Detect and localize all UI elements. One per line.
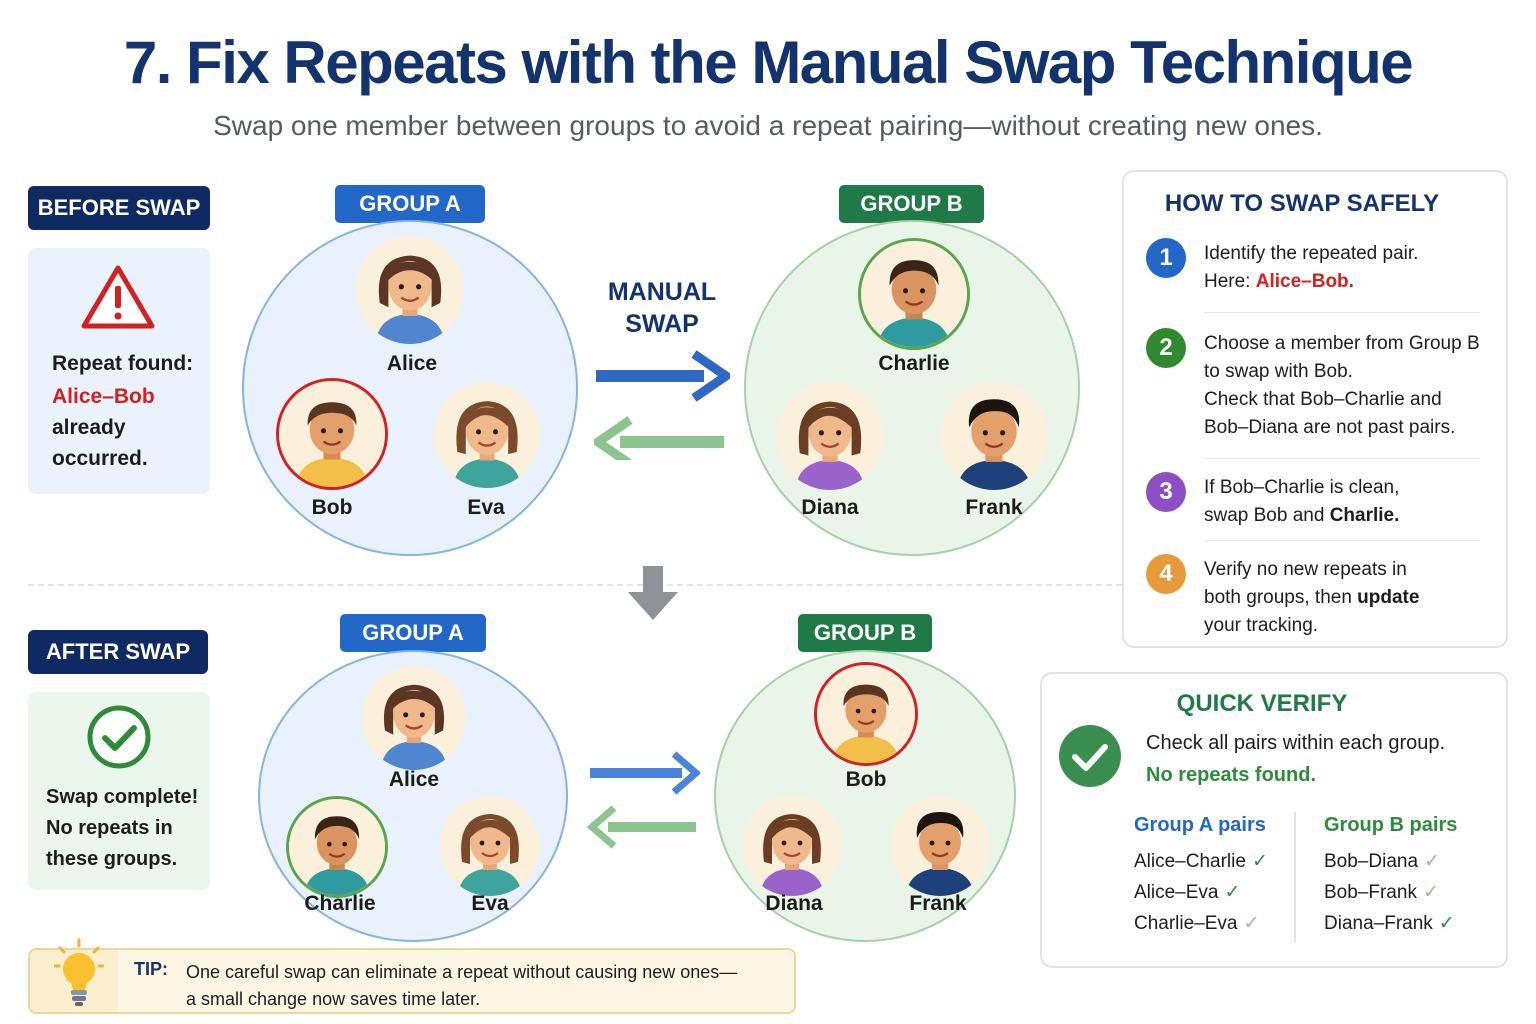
member-name: Eva xyxy=(471,892,509,915)
pairs-divider xyxy=(1294,812,1296,942)
swap-arrows-after-icon xyxy=(586,751,700,849)
before-group-a-tag: GROUP A xyxy=(335,185,485,223)
quick-verify-line-2: No repeats found. xyxy=(1146,764,1317,786)
member-name: Alice xyxy=(386,352,438,375)
avatar-diana xyxy=(776,382,884,490)
member-name: Bob xyxy=(845,768,887,791)
tip-bar: TIP: One careful swap can eliminate a re… xyxy=(28,938,796,1014)
after-group-b-circle: Bob Diana Frank xyxy=(714,650,1016,942)
after-swap-panel: Swap complete! No repeats in these group… xyxy=(28,692,210,890)
before-line-4: occurred. xyxy=(52,447,148,470)
warning-icon xyxy=(81,265,155,329)
tip-text: One careful swap can eliminate a repeat … xyxy=(186,962,738,1009)
after-line-1: Swap complete! xyxy=(46,786,199,808)
member-name: Bob xyxy=(311,496,353,519)
after-line-3: these groups. xyxy=(46,848,178,870)
avatar-frank xyxy=(890,796,990,896)
tip-label: TIP: xyxy=(134,959,168,979)
step-2-badge: 2 xyxy=(1146,328,1186,368)
lightbulb-icon xyxy=(54,938,104,1006)
section-divider xyxy=(28,584,1122,586)
avatar-frank xyxy=(940,382,1048,490)
page-title: 7. Fix Repeats with the Manual Swap Tech… xyxy=(123,29,1414,96)
down-arrow-icon xyxy=(628,566,678,620)
after-line-2: No repeats in xyxy=(46,817,173,839)
before-swap-panel: Repeat found: Alice–Bob already occurred… xyxy=(28,248,210,494)
group-b-pairs-title: Group B pairs xyxy=(1324,814,1458,836)
check-icon: ✓ xyxy=(1422,882,1439,903)
avatar-alice xyxy=(362,666,466,770)
check-icon: ✓ xyxy=(1243,913,1260,934)
avatar-bob xyxy=(814,662,918,766)
pair-item: Diana–Frank✓ xyxy=(1324,913,1455,934)
check-icon: ✓ xyxy=(1438,913,1455,934)
step-3-text: If Bob–Charlie is clean, swap Bob and Ch… xyxy=(1204,477,1400,526)
before-group-b-tag: GROUP B xyxy=(839,185,984,223)
how-to-swap-title: HOW TO SWAP SAFELY xyxy=(1164,190,1440,217)
member-name: Charlie xyxy=(304,892,376,915)
step-2-text: Choose a member from Group B to swap wit… xyxy=(1204,333,1480,438)
after-group-a-circle: Alice Charlie Eva xyxy=(258,650,568,942)
member-name: Frank xyxy=(965,496,1023,519)
after-group-a-tag: GROUP A xyxy=(340,614,486,652)
repeat-pair: Alice–Bob xyxy=(52,385,155,408)
avatar-charlie xyxy=(286,796,388,898)
check-icon: ✓ xyxy=(1424,851,1440,872)
pair-item: Charlie–Eva✓ xyxy=(1134,913,1260,934)
after-swap-label: AFTER SWAP xyxy=(28,630,208,674)
quick-verify-card: QUICK VERIFY Check all pairs within each… xyxy=(1040,672,1508,968)
group-a-pairs-list: Alice–Charlie✓ Alice–Eva✓ Charlie–Eva✓ xyxy=(1134,846,1268,939)
before-group-a-circle: Alice Bob Eva xyxy=(242,220,578,556)
avatar-eva xyxy=(434,382,540,488)
step-4-badge: 4 xyxy=(1146,554,1186,594)
member-name: Diana xyxy=(801,496,859,519)
member-name: Diana xyxy=(765,892,823,915)
pair-item: Alice–Eva✓ xyxy=(1134,882,1241,903)
check-icon: ✓ xyxy=(1251,851,1268,872)
quick-verify-line-1: Check all pairs within each group. xyxy=(1146,732,1446,754)
avatar-diana xyxy=(742,796,842,896)
how-to-swap-card: HOW TO SWAP SAFELY 1 Identify the repeat… xyxy=(1122,170,1508,648)
check-circle-icon xyxy=(87,705,151,769)
member-name: Charlie xyxy=(878,352,950,375)
manual-swap-label: MANUAL SWAP xyxy=(607,278,717,338)
avatar-eva xyxy=(440,796,540,896)
step-4-text: Verify no new repeats in both groups, th… xyxy=(1204,559,1420,636)
swap-arrows-icon xyxy=(594,350,730,460)
group-b-pairs-list: Bob–Diana✓ Bob–Frank✓ Diana–Frank✓ xyxy=(1324,846,1455,939)
group-a-pairs-title: Group A pairs xyxy=(1134,814,1266,836)
before-line-3: already xyxy=(52,416,126,439)
avatar-bob xyxy=(276,378,388,490)
quick-verify-title: QUICK VERIFY xyxy=(1176,690,1348,717)
before-group-b-circle: Charlie Diana Frank xyxy=(744,220,1080,556)
pair-item: Bob–Diana✓ xyxy=(1324,851,1440,872)
before-line-1: Repeat found: xyxy=(52,352,194,375)
before-swap-label: BEFORE SWAP xyxy=(28,186,210,230)
avatar-alice xyxy=(356,236,464,344)
after-group-b-tag: GROUP B xyxy=(798,614,932,652)
pair-item: Bob–Frank✓ xyxy=(1324,882,1439,903)
avatar-charlie xyxy=(858,238,970,350)
member-name: Alice xyxy=(388,768,440,791)
member-name: Eva xyxy=(467,496,505,519)
check-badge-icon xyxy=(1059,725,1121,787)
member-name: Frank xyxy=(909,892,967,915)
check-icon: ✓ xyxy=(1224,882,1241,903)
step-1-text: Identify the repeated pair. Here: Alice–… xyxy=(1204,243,1419,292)
step-3-badge: 3 xyxy=(1146,472,1186,512)
page-subtitle: Swap one member between groups to avoid … xyxy=(213,110,1323,141)
pair-item: Alice–Charlie✓ xyxy=(1134,851,1268,872)
step-1-badge: 1 xyxy=(1146,238,1186,278)
